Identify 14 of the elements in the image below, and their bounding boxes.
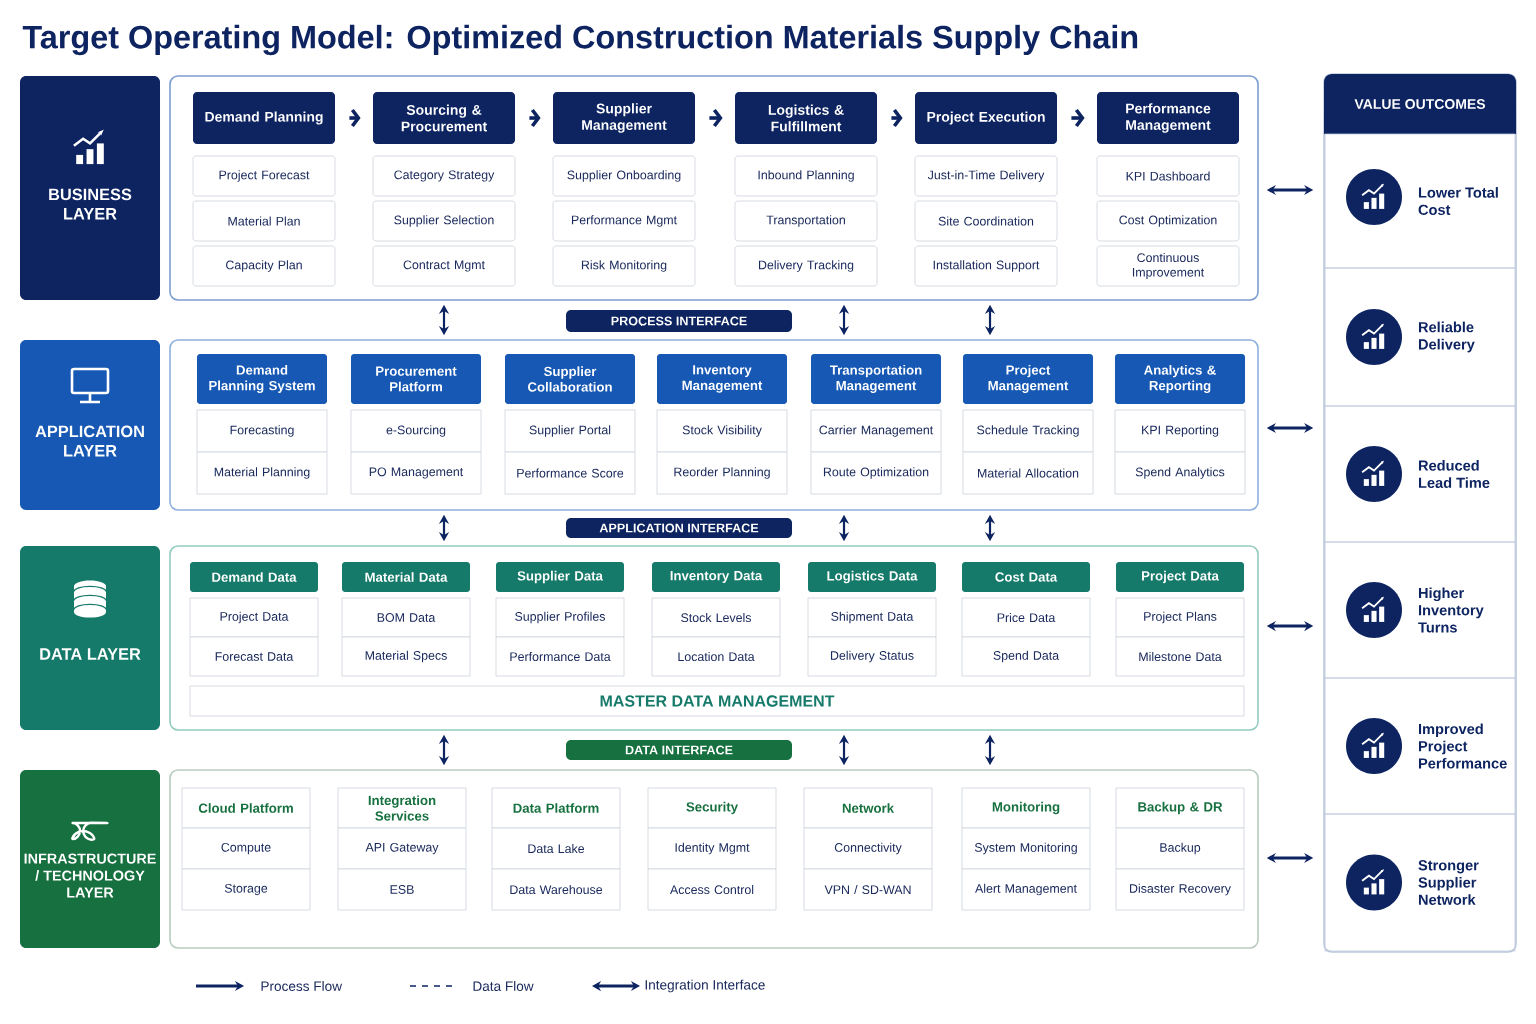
- chevron-arrow: [1071, 108, 1085, 128]
- layer-label-box: APPLICATION LAYER: [20, 340, 160, 510]
- layer-container: [169, 75, 1259, 301]
- chevron-arrow: [891, 108, 903, 128]
- chevron-arrow: [529, 108, 541, 128]
- layer-label-box: DATA LAYER: [20, 546, 160, 730]
- chevron-arrow: [709, 108, 723, 128]
- layer-container: [169, 769, 1259, 949]
- layer-container: [169, 339, 1259, 511]
- layer-container: [169, 545, 1259, 731]
- layer-label-box: BUSINESS LAYER: [20, 76, 160, 300]
- chevron-arrow: [349, 108, 361, 128]
- title: Target Operating Model: Optimized Construction Materials Supply Chain: [22, 24, 1138, 56]
- master-data-band: MASTER DATA MANAGEMENT: [189, 685, 1245, 717]
